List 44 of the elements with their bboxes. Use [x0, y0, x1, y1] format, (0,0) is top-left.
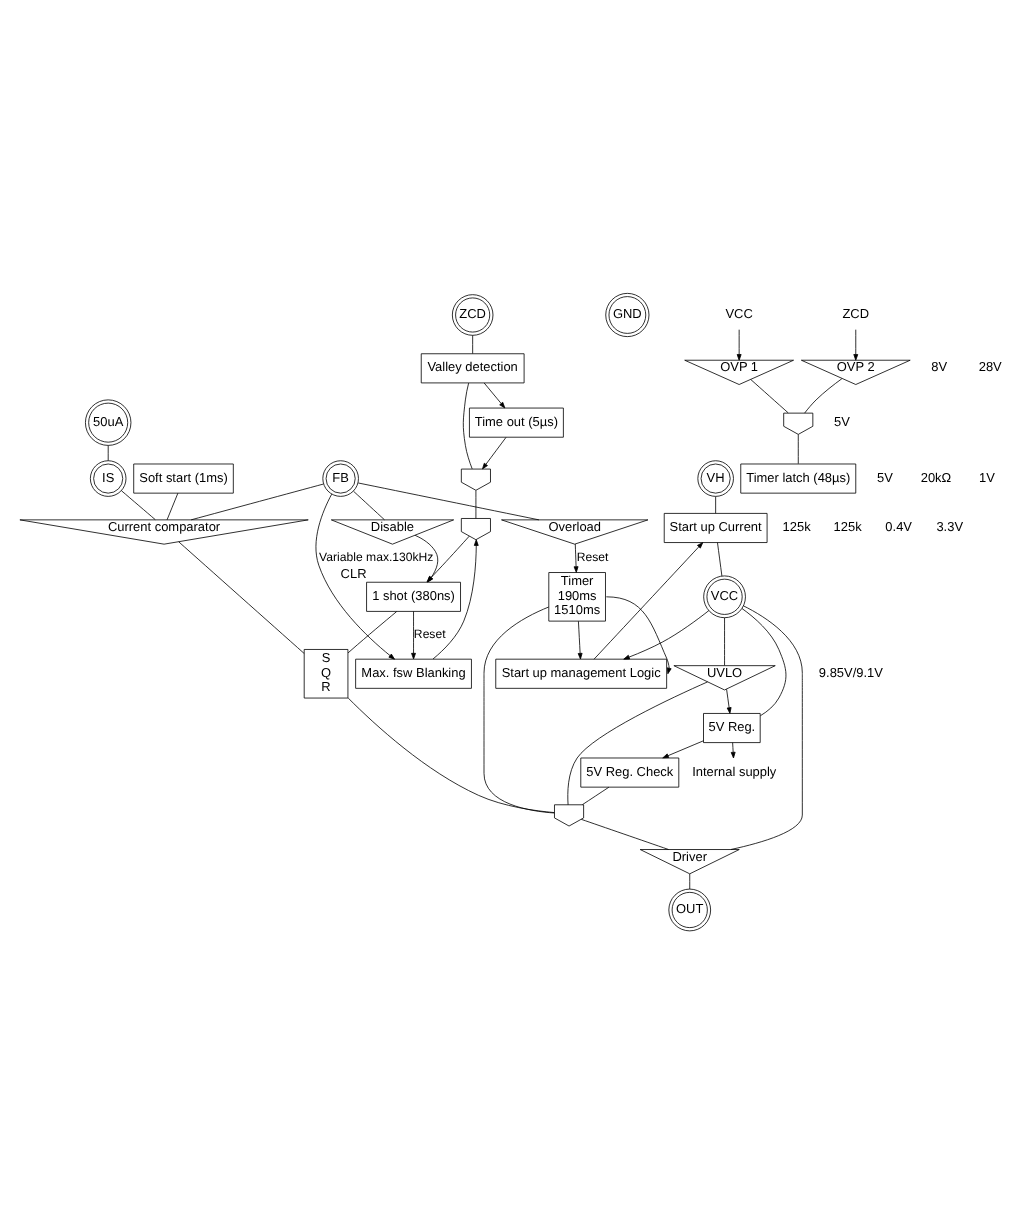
connector	[715, 495, 717, 513]
connector	[178, 540, 305, 653]
arrow	[577, 619, 583, 659]
node-gate	[460, 517, 491, 540]
connector	[483, 605, 555, 813]
arrow	[482, 436, 507, 469]
connector	[107, 444, 109, 461]
arrow	[411, 610, 416, 659]
connector	[750, 378, 789, 413]
node-gate	[783, 411, 814, 434]
connector	[804, 377, 843, 413]
connector	[121, 489, 156, 520]
node-gate	[554, 803, 585, 826]
node-gate	[460, 467, 491, 490]
arrow	[726, 687, 732, 713]
connector	[462, 381, 473, 469]
arrow	[593, 541, 704, 659]
connector	[580, 817, 669, 849]
arrow	[853, 328, 859, 360]
arrow	[662, 739, 704, 758]
connector	[353, 489, 385, 520]
connector	[741, 607, 787, 716]
arrow	[730, 741, 736, 758]
arrow	[432, 538, 479, 659]
connector	[357, 481, 540, 520]
connector	[581, 785, 610, 805]
connector	[797, 433, 799, 464]
connector	[717, 541, 723, 576]
connector	[472, 333, 474, 353]
arrow	[623, 609, 710, 659]
arrow	[736, 328, 742, 360]
connector	[689, 872, 691, 889]
connector	[730, 604, 803, 849]
connector	[347, 696, 555, 812]
connector	[166, 491, 179, 520]
arrow	[605, 595, 672, 674]
arrow	[573, 542, 579, 572]
connector	[190, 482, 324, 520]
arrow	[315, 492, 395, 659]
connector	[347, 610, 398, 653]
arrow	[483, 381, 506, 408]
connector	[567, 680, 708, 805]
connector	[475, 489, 477, 518]
connector	[724, 616, 725, 665]
